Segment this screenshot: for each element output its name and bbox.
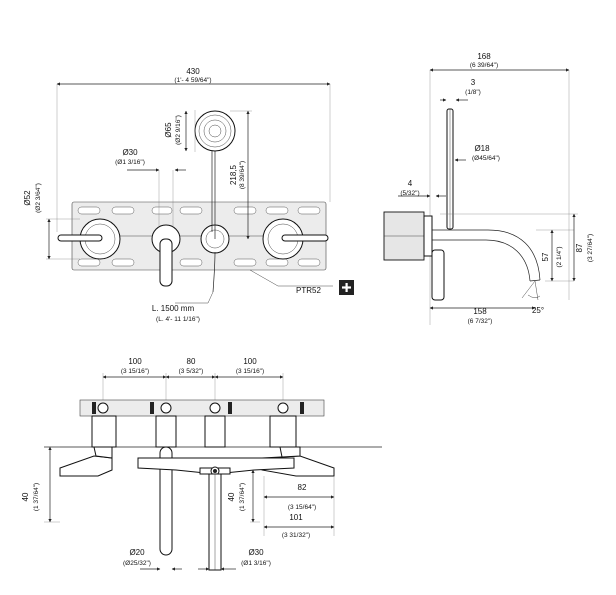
holder-diameter-in: (Ø45/64") [472, 155, 500, 162]
spout-reach-mm: 158 [473, 307, 487, 316]
side-view: 168 (6 39/64") 3 (1/8") Ø18 (Ø45/64") 4 … [383, 52, 594, 325]
hand-shower-head [194, 110, 236, 152]
spacing-3-mm: 100 [243, 357, 257, 366]
rosette-diameter-in: (Ø2 3/64") [35, 183, 42, 213]
front-width-in: (1'- 4 59/64") [174, 77, 211, 84]
spacing-3-in: (3 15/16") [236, 368, 264, 375]
holder-diameter-mm: Ø18 [474, 144, 490, 153]
spacing-2-mm: 80 [187, 357, 196, 366]
pipe-diameter-mm: Ø20 [129, 548, 145, 557]
right-body [269, 415, 297, 448]
side-rosette-in: (5/32") [400, 190, 419, 197]
spout-angle: 25° [532, 306, 544, 315]
side-depth-mm: 168 [477, 52, 491, 61]
mid-depth-mm: 40 [227, 492, 236, 501]
left-body [91, 415, 117, 448]
left-depth-mm: 40 [21, 492, 30, 501]
left-depth-in: (1 37/64") [33, 483, 40, 511]
left-lever-top [59, 455, 113, 477]
projection-mm: 101 [289, 513, 303, 522]
bottom-view: 100 (3 15/16") 80 (3 5/32") 100 (3 15/16… [21, 357, 382, 571]
spout-top-pipe [159, 446, 173, 556]
front-width-mm: 430 [186, 67, 200, 76]
spout-body [155, 415, 177, 448]
spout-height-mm: 57 [541, 252, 550, 261]
spacing-2-in: (3 5/32") [179, 368, 204, 375]
side-depth-in: (6 39/64") [470, 62, 498, 69]
hose-length-in: (L. 4'- 11 1/16") [156, 316, 200, 323]
hose-length-mm: L. 1500 mm [152, 304, 195, 313]
holder-top [137, 457, 295, 475]
front-view: 430 (1'- 4 59/64") [23, 67, 354, 323]
handle-diameter-in: (Ø1 3/16") [115, 159, 145, 166]
total-height-mm: 87 [575, 243, 584, 252]
diverter-body [204, 415, 226, 448]
side-rosette [423, 215, 433, 257]
side-rosette-mm: 4 [408, 179, 413, 188]
head-diameter-mm: Ø65 [164, 122, 173, 138]
hose [212, 251, 216, 293]
offset-mm: 82 [298, 483, 307, 492]
plate-slots [77, 206, 321, 267]
hose-diameter-mm: Ø30 [248, 548, 264, 557]
front-height-in: (8 39/64") [239, 161, 246, 189]
side-gap-in: (1/8") [465, 89, 481, 96]
plate-code: PTR52 [296, 286, 321, 295]
spacing-1-in: (3 15/16") [121, 368, 149, 375]
spout-pipe [159, 238, 173, 287]
total-height-in: (3 27/64") [587, 234, 594, 262]
head-diameter-in: (Ø2 9/16") [175, 115, 182, 145]
spacing-1-mm: 100 [128, 357, 142, 366]
pipe-diameter-in: (Ø25/32") [123, 560, 151, 567]
side-lever [431, 249, 445, 301]
front-height-mm: 218,5 [229, 164, 238, 185]
mid-depth-in: (1 37/64") [239, 483, 246, 511]
spout-side [432, 229, 541, 281]
spout-height-in: (2 1/4") [556, 246, 563, 267]
right-lever [281, 234, 329, 242]
side-gap-mm: 3 [471, 78, 476, 87]
handle-diameter-mm: Ø30 [122, 148, 138, 157]
spout-reach-in: (6 7/32") [468, 318, 493, 325]
projection-in: (3 31/32") [282, 532, 310, 539]
left-lever [57, 234, 103, 242]
hose-diameter-in: (Ø1 3/16") [241, 560, 271, 567]
offset-in: (3 15/64") [288, 504, 316, 511]
rosette-diameter-mm: Ø52 [23, 190, 32, 206]
plate-top-view [79, 399, 325, 417]
